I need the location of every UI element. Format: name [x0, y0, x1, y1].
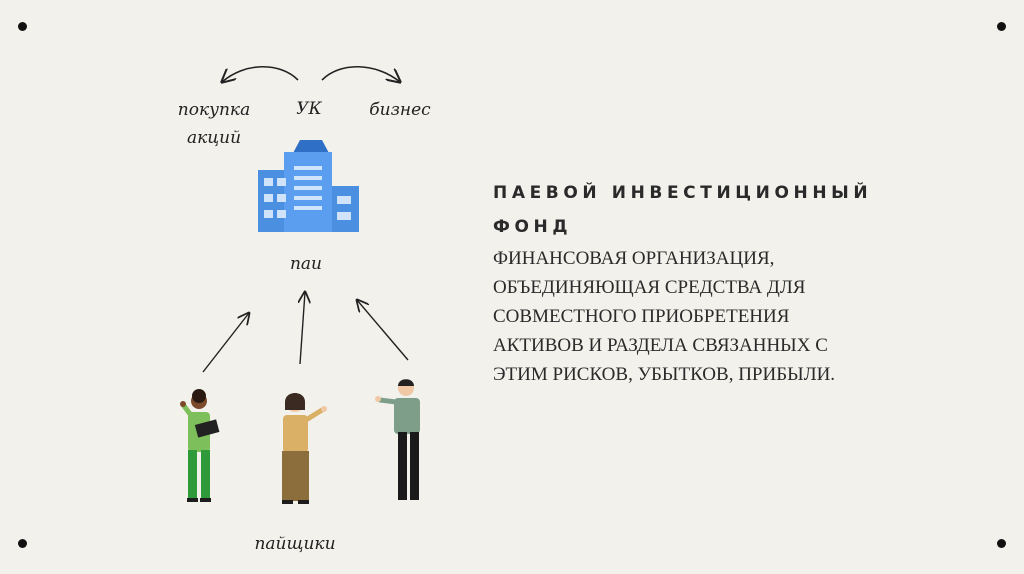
page-title: ПАЕВОЙ ИНВЕСТИЦИОННЫЙ ФОНД [493, 183, 873, 237]
definition-text: ФИНАНСОВАЯ ОРГАНИЗАЦИЯ, ОБЪЕДИНЯЮЩАЯ СРЕ… [493, 248, 836, 385]
corner-dot-top-left [18, 22, 27, 31]
building-icon [258, 140, 359, 232]
corner-dot-bottom-left [18, 539, 27, 548]
investor-woman-green-icon [180, 389, 220, 502]
arrow-right-investor [357, 300, 409, 361]
investor-woman-mustard-icon [282, 393, 327, 504]
investors-label: пайщики [254, 534, 336, 554]
investor-man-gray-icon [375, 379, 420, 500]
arrow-left-investor [202, 313, 249, 373]
units-label: паи [289, 254, 323, 274]
arrow-center-investor [300, 292, 305, 365]
management-company-label: УК [296, 99, 322, 119]
arrow-to-business [321, 65, 400, 82]
corner-dot-top-right [997, 22, 1006, 31]
business-label: бизнес [369, 100, 431, 120]
stock-purchase-label: покупка акций [177, 100, 251, 148]
corner-dot-bottom-right [997, 539, 1006, 548]
arrow-to-stock-purchase [222, 65, 299, 82]
